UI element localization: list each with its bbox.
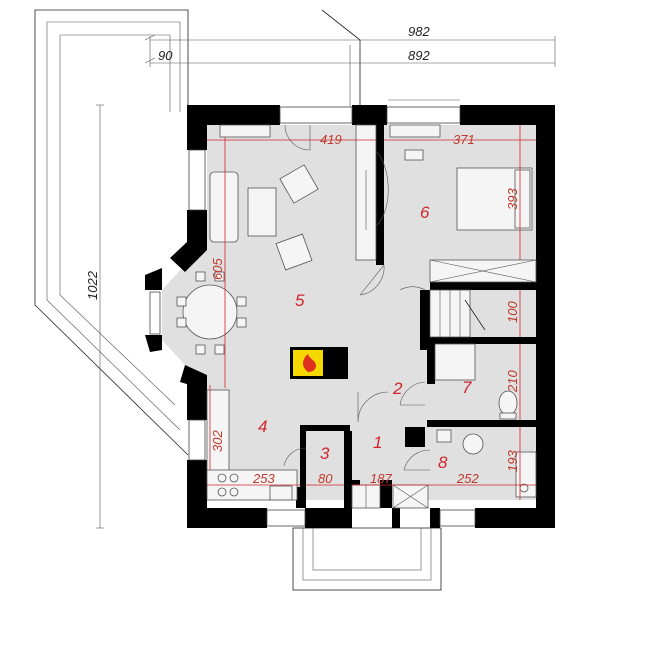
windows <box>149 99 476 527</box>
room-number-5: 5 <box>295 291 305 310</box>
room-number-1: 1 <box>373 433 382 452</box>
exterior-walls <box>145 105 555 528</box>
dim-253: 253 <box>252 471 275 486</box>
room-number-6: 6 <box>420 203 430 222</box>
doors <box>283 124 431 509</box>
dim-393: 393 <box>505 188 520 210</box>
dim-193: 193 <box>505 450 520 472</box>
dimension-lines <box>96 34 556 529</box>
room-dimension-guides <box>207 125 536 500</box>
dim-height-1022: 1022 <box>85 270 100 300</box>
dim-100: 100 <box>505 301 520 323</box>
dim-605: 605 <box>210 258 225 280</box>
room-number-7: 7 <box>462 378 472 397</box>
room-number-4: 4 <box>258 417 267 436</box>
dim-overall-982: 982 <box>408 24 430 39</box>
dim-419: 419 <box>320 132 342 147</box>
dim-210: 210 <box>505 370 520 393</box>
dim-terrace-90: 90 <box>158 48 173 63</box>
dim-302: 302 <box>210 430 225 452</box>
dim-overall-892: 892 <box>408 48 430 63</box>
dim-187: 187 <box>370 471 392 486</box>
dim-252: 252 <box>456 471 479 486</box>
room-number-2: 2 <box>392 379 403 398</box>
room-number-8: 8 <box>438 453 448 472</box>
room-number-3: 3 <box>320 444 330 463</box>
terrace <box>34 9 442 591</box>
dim-371: 371 <box>453 132 475 147</box>
dim-80: 80 <box>318 471 333 486</box>
